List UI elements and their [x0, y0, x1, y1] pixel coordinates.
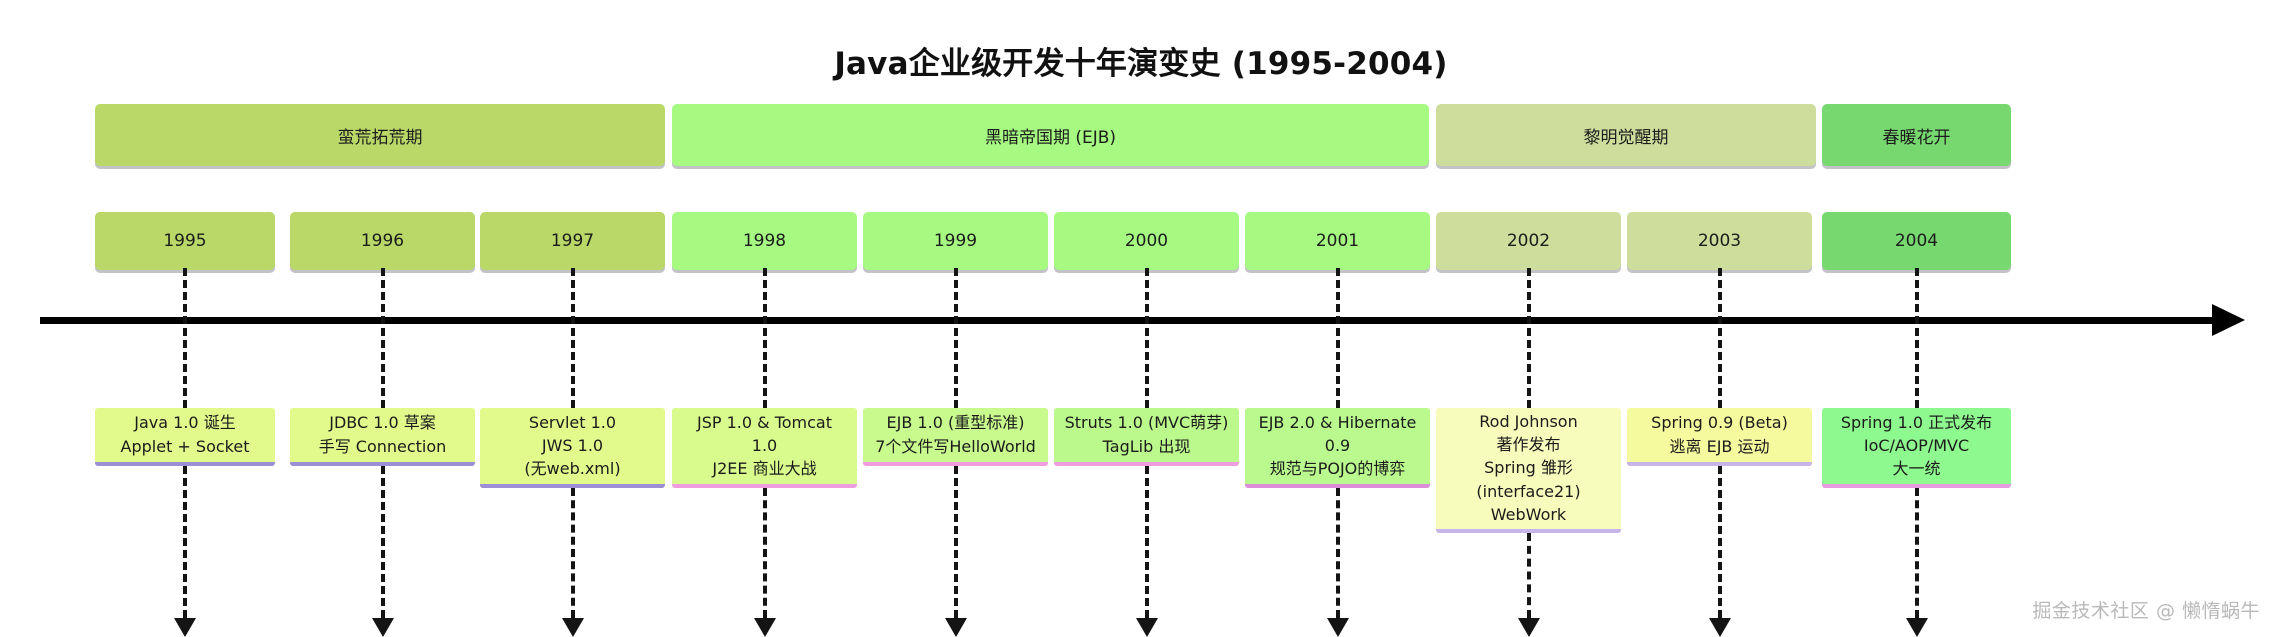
timeline-axis-line — [40, 317, 2220, 324]
connector-arrow-icon — [174, 618, 196, 637]
connector-line-bottom — [1526, 533, 1531, 618]
era-band: 春暖花开 — [1822, 104, 2011, 166]
connector-arrow-icon — [561, 618, 584, 637]
connector-line-top — [953, 268, 958, 408]
connector-line-top — [1526, 268, 1531, 408]
event-card-line: Spring 0.9 (Beta) — [1651, 413, 1788, 433]
event-card-line: Servlet 1.0 — [528, 412, 617, 432]
connector-line-bottom — [762, 488, 767, 618]
era-band-label: 蛮荒拓荒期 — [337, 127, 423, 148]
event-card-line: 规范与POJO的博弈 — [1269, 459, 1406, 479]
watermark: 掘金技术社区 @ 懒惰蜗牛 — [2032, 600, 2260, 622]
connector-arrow-icon — [944, 618, 967, 637]
event-card-2003[interactable]: Spring 0.9 (Beta) 逃离 EJB 运动 — [1627, 408, 1812, 466]
year-chip-label: 1999 — [933, 231, 978, 251]
event-card-line: Spring 雏形 — [1484, 458, 1573, 478]
connector-line-top — [380, 268, 385, 408]
event-card-2000[interactable]: Struts 1.0 (MVC萌芽) TagLib 出现 — [1054, 408, 1239, 466]
event-card-line: Applet + Socket — [120, 436, 250, 456]
connector-arrow-icon — [1708, 618, 1731, 637]
connector-line-bottom — [183, 466, 187, 618]
connector-line-top — [762, 268, 767, 408]
year-chip-label: 2001 — [1315, 231, 1360, 251]
year-chip-label: 2000 — [1124, 231, 1169, 251]
year-chip-label: 1995 — [163, 231, 207, 251]
event-card-line: Spring 1.0 正式发布 — [1840, 412, 1993, 432]
event-card-line: 7个文件写HelloWorld — [875, 436, 1036, 456]
page-title: Java企业级开发十年演变史 (1995-2004) — [834, 46, 1448, 82]
connector-line-top — [1717, 268, 1722, 408]
event-card-2001[interactable]: EJB 2.0 & Hibernate 0.9 规范与POJO的博弈 — [1245, 408, 1430, 488]
event-card-line: Java 1.0 诞生 — [134, 413, 236, 433]
event-card-line: (interface21) — [1476, 481, 1581, 501]
year-chip-2000[interactable]: 2000 — [1054, 212, 1239, 270]
year-chip-1995[interactable]: 1995 — [95, 212, 275, 270]
event-card-line: Struts 1.0 (MVC萌芽) — [1064, 413, 1229, 433]
event-card-line: Rod Johnson — [1479, 412, 1578, 432]
connector-arrow-icon — [1905, 618, 1928, 637]
year-chip-label: 2003 — [1697, 231, 1742, 251]
connector-arrow-icon — [753, 618, 776, 637]
event-card-1995[interactable]: Java 1.0 诞生 Applet + Socket — [95, 408, 275, 466]
connector-line-bottom — [1717, 466, 1722, 618]
year-chip-label: 1996 — [360, 231, 405, 251]
year-chip-2004[interactable]: 2004 — [1822, 212, 2011, 270]
event-card-1999[interactable]: EJB 1.0 (重型标准) 7个文件写HelloWorld — [863, 408, 1048, 466]
year-chip-2002[interactable]: 2002 — [1436, 212, 1621, 270]
era-band-label: 黎明觉醒期 — [1583, 127, 1669, 148]
connector-line-top — [1914, 268, 1919, 408]
event-card-line: 手写 Connection — [318, 436, 447, 456]
connector-line-bottom — [380, 466, 385, 618]
year-chip-1996[interactable]: 1996 — [290, 212, 475, 270]
event-card-1996[interactable]: JDBC 1.0 草案手写 Connection — [290, 408, 475, 466]
event-card-line: JWS 1.0 — [541, 435, 604, 455]
event-card-line: EJB 1.0 (重型标准) — [886, 413, 1025, 433]
year-chip-2003[interactable]: 2003 — [1627, 212, 1812, 270]
connector-line-top — [570, 268, 575, 408]
event-card-line: TagLib 出现 — [1102, 436, 1191, 456]
connector-arrow-icon — [371, 618, 394, 637]
connector-line-top — [1144, 268, 1149, 408]
year-chip-label: 2004 — [1894, 231, 1939, 251]
year-chip-label: 2002 — [1506, 231, 1551, 251]
year-chip-1999[interactable]: 1999 — [863, 212, 1048, 270]
connector-line-bottom — [1144, 466, 1149, 618]
connector-line-top — [1335, 268, 1340, 408]
year-chip-2001[interactable]: 2001 — [1245, 212, 1430, 270]
connector-line-top — [183, 268, 187, 408]
event-card-line: 著作发布 — [1496, 435, 1561, 455]
connector-arrow-icon — [1326, 618, 1349, 637]
event-card-line: 大一统 — [1892, 459, 1941, 479]
connector-line-bottom — [1914, 488, 1919, 618]
timeline-axis-arrow-icon — [2212, 304, 2245, 336]
era-band: 蛮荒拓荒期 — [95, 104, 665, 166]
connector-line-bottom — [953, 466, 958, 618]
event-card-line: EJB 2.0 & Hibernate — [1258, 412, 1417, 432]
era-band-label: 黑暗帝国期 (EJB) — [984, 127, 1117, 148]
connector-line-bottom — [1335, 488, 1340, 618]
event-card-line: WebWork — [1490, 504, 1567, 524]
event-card-line: 0.9 — [1324, 435, 1351, 455]
event-card-line: IoC/AOP/MVC — [1863, 435, 1970, 455]
year-chip-label: 1997 — [550, 231, 595, 251]
event-card-2004[interactable]: Spring 1.0 正式发布 IoC/AOP/MVC 大一统 — [1822, 408, 2011, 488]
event-card-2002[interactable]: Rod Johnson 著作发布 Spring 雏形 (interface21) Web… — [1436, 408, 1621, 533]
era-band: 黑暗帝国期 (EJB) — [672, 104, 1429, 166]
year-chip-1997[interactable]: 1997 — [480, 212, 665, 270]
event-card-line: JSP 1.0 & Tomcat — [696, 412, 832, 432]
connector-arrow-icon — [1517, 618, 1540, 637]
year-chip-label: 1998 — [742, 231, 787, 251]
connector-line-bottom — [570, 488, 575, 618]
era-band-label: 春暖花开 — [1882, 127, 1951, 148]
event-card-line: JDBC 1.0 草案 — [329, 413, 436, 433]
era-band: 黎明觉醒期 — [1436, 104, 1816, 166]
event-card-line: 1.0 — [751, 435, 778, 455]
event-card-line: (无web.xml) — [524, 459, 621, 479]
year-chip-1998[interactable]: 1998 — [672, 212, 857, 270]
connector-arrow-icon — [1135, 618, 1158, 637]
event-card-line: J2EE 商业大战 — [712, 459, 817, 479]
event-card-line: 逃离 EJB 运动 — [1669, 436, 1770, 456]
